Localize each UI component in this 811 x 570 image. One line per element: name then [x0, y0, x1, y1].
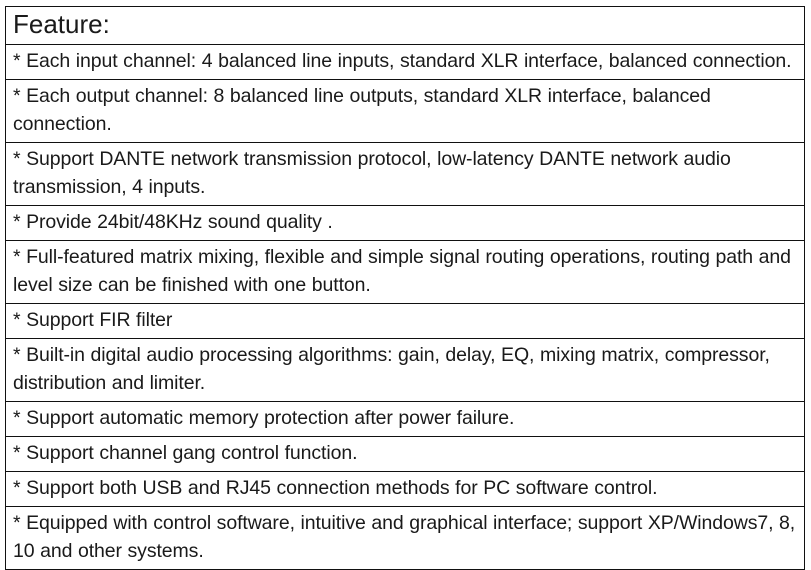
table-row: * Support both USB and RJ45 connection m… — [5, 471, 805, 507]
feature-item-sound-quality: * Provide 24bit/48KHz sound quality . — [5, 205, 805, 241]
feature-item-output-channel: * Each output channel: 8 balanced line o… — [5, 79, 805, 143]
table-row: * Each input channel: 4 balanced line in… — [5, 44, 805, 80]
feature-item-gang-control: * Support channel gang control function. — [5, 436, 805, 472]
table-row: * Full-featured matrix mixing, flexible … — [5, 240, 805, 304]
table-row: * Support FIR filter — [5, 303, 805, 339]
table-row: * Provide 24bit/48KHz sound quality . — [5, 205, 805, 241]
table-row: * Support channel gang control function. — [5, 436, 805, 472]
feature-item-input-channel: * Each input channel: 4 balanced line in… — [5, 44, 805, 80]
feature-table-body: Feature: * Each input channel: 4 balance… — [5, 6, 805, 570]
feature-item-control-software: * Equipped with control software, intuit… — [5, 506, 805, 570]
feature-item-usb-rj45: * Support both USB and RJ45 connection m… — [5, 471, 805, 507]
table-row: * Support DANTE network transmission pro… — [5, 142, 805, 206]
table-row: * Support automatic memory protection af… — [5, 401, 805, 437]
feature-item-memory-protection: * Support automatic memory protection af… — [5, 401, 805, 437]
table-row: * Equipped with control software, intuit… — [5, 506, 805, 570]
feature-item-audio-algorithms: * Built-in digital audio processing algo… — [5, 338, 805, 402]
feature-item-dante-network: * Support DANTE network transmission pro… — [5, 142, 805, 206]
feature-item-matrix-mixing: * Full-featured matrix mixing, flexible … — [5, 240, 805, 304]
table-row: * Each output channel: 8 balanced line o… — [5, 79, 805, 143]
feature-table: Feature: * Each input channel: 4 balance… — [5, 6, 805, 570]
table-row-header: Feature: — [5, 6, 805, 45]
feature-specification-page: Feature: * Each input channel: 4 balance… — [5, 6, 805, 570]
page-title: Feature: — [5, 6, 805, 45]
feature-item-fir-filter: * Support FIR filter — [5, 303, 805, 339]
table-row: * Built-in digital audio processing algo… — [5, 338, 805, 402]
